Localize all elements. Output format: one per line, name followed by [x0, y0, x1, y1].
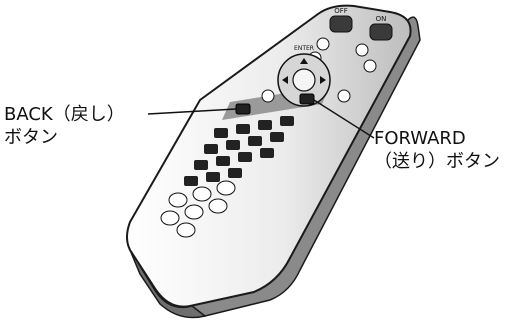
button-e[interactable]	[261, 89, 275, 103]
grid-button[interactable]	[280, 116, 294, 126]
back-button[interactable]	[235, 103, 251, 115]
grid-button[interactable]	[214, 128, 228, 138]
grid-button[interactable]	[194, 160, 208, 170]
grid-button[interactable]	[226, 140, 240, 150]
forward-callout: FORWARD （送り）ボタン	[374, 127, 500, 173]
dpad: ENTER	[261, 45, 351, 107]
off-button[interactable]	[329, 15, 353, 33]
button-d[interactable]	[363, 59, 377, 73]
grid-button[interactable]	[258, 120, 272, 130]
button-f[interactable]	[337, 89, 351, 103]
back-callout: BACK（戻し） ボタン	[4, 103, 125, 149]
enter-button[interactable]	[292, 68, 316, 92]
round-button[interactable]	[216, 180, 236, 196]
grid-button[interactable]	[270, 132, 284, 142]
on-button[interactable]	[369, 23, 393, 41]
round-button[interactable]	[184, 204, 204, 220]
left-arrow-icon	[282, 76, 288, 84]
round-button[interactable]	[168, 192, 188, 208]
lower-buttons	[160, 180, 236, 238]
round-button[interactable]	[192, 186, 212, 202]
forward-callout-line1: FORWARD	[374, 128, 466, 149]
grid-button[interactable]	[228, 168, 242, 178]
button-grid	[184, 116, 294, 186]
grid-button[interactable]	[238, 152, 252, 162]
enter-label: ENTER	[294, 45, 314, 52]
back-leader-line	[147, 108, 237, 115]
grid-button[interactable]	[260, 148, 274, 158]
forward-leader-line	[313, 99, 375, 139]
forward-callout-line2: （送り）ボタン	[374, 151, 500, 172]
button-c[interactable]	[355, 43, 369, 57]
forward-button[interactable]	[299, 93, 315, 105]
on-label: ON	[376, 15, 387, 23]
grid-button[interactable]	[216, 156, 230, 166]
grid-button[interactable]	[236, 124, 250, 134]
grid-button[interactable]	[206, 172, 220, 182]
round-button[interactable]	[208, 198, 228, 214]
button-a[interactable]	[316, 37, 330, 51]
grid-button[interactable]	[204, 144, 218, 154]
round-button[interactable]	[176, 222, 196, 238]
round-button[interactable]	[160, 210, 180, 226]
up-arrow-icon	[300, 58, 308, 64]
back-callout-line2: ボタン	[4, 127, 58, 148]
right-arrow-icon	[320, 76, 326, 84]
grid-button[interactable]	[184, 176, 198, 186]
off-label: OFF	[334, 7, 348, 15]
grid-button[interactable]	[248, 136, 262, 146]
back-callout-line1: BACK（戻し）	[4, 104, 125, 125]
